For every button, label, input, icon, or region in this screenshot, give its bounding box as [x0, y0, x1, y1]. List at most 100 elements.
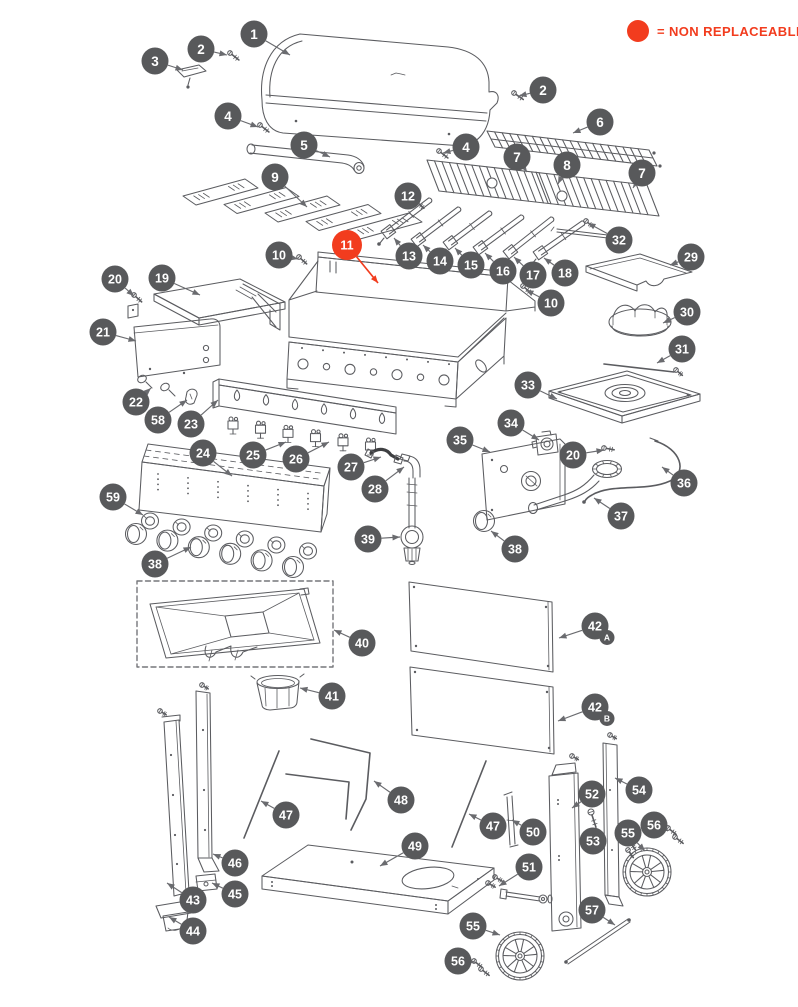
svg-text:58: 58	[151, 414, 165, 428]
part-callout-47[interactable]: 47	[468, 812, 507, 840]
part-callout-51[interactable]: 51	[498, 853, 543, 887]
part-callout-25[interactable]: 25	[239, 441, 287, 469]
part-callout-5[interactable]: 5	[290, 131, 331, 159]
bumper-plugs-drawing	[137, 374, 176, 397]
part-callout-9[interactable]: 9	[261, 163, 308, 208]
legend: = NON REPLACEABLE	[627, 20, 798, 42]
svg-text:41: 41	[325, 690, 339, 704]
part-callout-27[interactable]: 27	[337, 453, 382, 481]
part-callout-38[interactable]: 38	[490, 530, 529, 563]
part-callout-21[interactable]: 21	[89, 318, 137, 346]
part-callout-47[interactable]: 47	[260, 800, 300, 829]
part-callout-32[interactable]: 32	[587, 222, 633, 254]
part-callout-45[interactable]: 45	[211, 880, 249, 908]
svg-text:18: 18	[558, 267, 572, 281]
part-callout-39[interactable]: 39	[354, 525, 401, 553]
svg-text:50: 50	[526, 826, 540, 840]
part-callout-11[interactable]: 11	[332, 230, 379, 284]
part-callout-17[interactable]: 17	[513, 256, 547, 289]
part-callout-49[interactable]: 49	[379, 832, 429, 867]
part-callout-7[interactable]: 7	[628, 159, 656, 189]
part-callout-56[interactable]: 56	[444, 947, 476, 975]
svg-text:54: 54	[632, 784, 646, 798]
part-callout-4[interactable]: 4	[214, 102, 259, 130]
part-callout-37[interactable]: 37	[593, 497, 635, 530]
part-callout-42A[interactable]: 42A	[558, 612, 615, 646]
part-callout-35[interactable]: 35	[446, 426, 491, 454]
part-callout-19[interactable]: 19	[148, 264, 201, 296]
part-callout-10[interactable]: 10	[525, 289, 565, 317]
part-callout-8[interactable]: 8	[553, 151, 581, 185]
part-callout-40[interactable]: 40	[333, 629, 376, 657]
part-callout-2[interactable]: 2	[518, 76, 557, 104]
axle-bolt-drawing	[499, 888, 553, 904]
part-callout-44[interactable]: 44	[168, 916, 207, 945]
part-callout-30[interactable]: 30	[662, 298, 701, 326]
part-callout-24[interactable]: 24	[189, 439, 233, 477]
part-callout-55[interactable]: 55	[614, 819, 646, 852]
part-callout-50[interactable]: 50	[511, 818, 547, 846]
svg-text:7: 7	[638, 166, 646, 181]
warming-rack-drawing	[486, 130, 662, 168]
svg-text:30: 30	[680, 306, 694, 320]
part-callout-12[interactable]: 12	[394, 182, 422, 210]
svg-text:42: 42	[588, 620, 602, 634]
part-callout-43[interactable]: 43	[166, 882, 207, 914]
part-callout-3[interactable]: 3	[141, 47, 184, 75]
burner-valves-drawing	[227, 416, 377, 456]
brace-rods-drawing	[243, 738, 487, 848]
svg-text:48: 48	[394, 794, 408, 808]
part-callout-13[interactable]: 13	[393, 237, 423, 270]
part-callout-29[interactable]: 29	[669, 243, 705, 271]
svg-text:5: 5	[300, 138, 308, 153]
svg-text:21: 21	[96, 326, 110, 340]
part-callout-42B[interactable]: 42B	[557, 693, 615, 727]
part-callout-48[interactable]: 48	[373, 780, 415, 814]
svg-text:3: 3	[151, 54, 159, 69]
part-callout-16[interactable]: 16	[484, 252, 517, 285]
part-callout-10[interactable]: 10	[265, 241, 299, 269]
part-callout-14[interactable]: 14	[422, 244, 454, 275]
part-callout-20[interactable]: 20	[559, 441, 605, 469]
support-rod-drawing	[603, 363, 675, 373]
part-callout-1[interactable]: 1	[240, 20, 291, 56]
part-callout-46[interactable]: 46	[212, 849, 249, 877]
axle-rod-drawing	[564, 918, 631, 965]
part-callout-2[interactable]: 2	[187, 35, 228, 63]
part-callout-53[interactable]: 53	[579, 827, 607, 855]
part-callout-20[interactable]: 20	[101, 265, 135, 297]
part-callout-18[interactable]: 18	[543, 257, 579, 287]
part-callout-59[interactable]: 59	[99, 483, 144, 516]
part-callout-6[interactable]: 6	[572, 108, 614, 136]
part-callout-33[interactable]: 33	[514, 371, 558, 400]
part-callout-15[interactable]: 15	[454, 247, 485, 279]
part-callout-41[interactable]: 41	[299, 682, 346, 710]
part-callout-57[interactable]: 57	[578, 896, 616, 926]
part-callout-26[interactable]: 26	[282, 441, 330, 473]
part-callout-23[interactable]: 23	[177, 399, 219, 438]
part-callout-34[interactable]: 34	[497, 409, 540, 441]
shelf-bracket-drawing	[127, 303, 139, 319]
part-callout-54[interactable]: 54	[614, 776, 653, 804]
svg-text:45: 45	[228, 888, 242, 902]
wheels-drawing	[495, 847, 672, 981]
part-callout-38[interactable]: 38	[141, 546, 192, 578]
svg-text:23: 23	[184, 418, 198, 432]
part-callout-58[interactable]: 58	[144, 399, 188, 434]
part-callout-52[interactable]: 52	[571, 780, 606, 809]
svg-text:56: 56	[451, 955, 465, 969]
part-callout-22[interactable]: 22	[122, 387, 152, 416]
part-callout-55[interactable]: 55	[459, 912, 501, 940]
part-callout-36[interactable]: 36	[661, 466, 698, 497]
part-callout-31[interactable]: 31	[656, 335, 696, 364]
manifold-panel-drawing	[212, 378, 397, 435]
svg-text:39: 39	[361, 533, 375, 547]
part-callout-7[interactable]: 7	[503, 143, 531, 173]
part-callout-28[interactable]: 28	[361, 466, 405, 503]
svg-text:2: 2	[539, 83, 547, 98]
part-callout-56[interactable]: 56	[640, 811, 669, 839]
svg-text:29: 29	[684, 251, 698, 265]
svg-text:2: 2	[197, 42, 205, 57]
part-callout-4[interactable]: 4	[442, 133, 480, 161]
